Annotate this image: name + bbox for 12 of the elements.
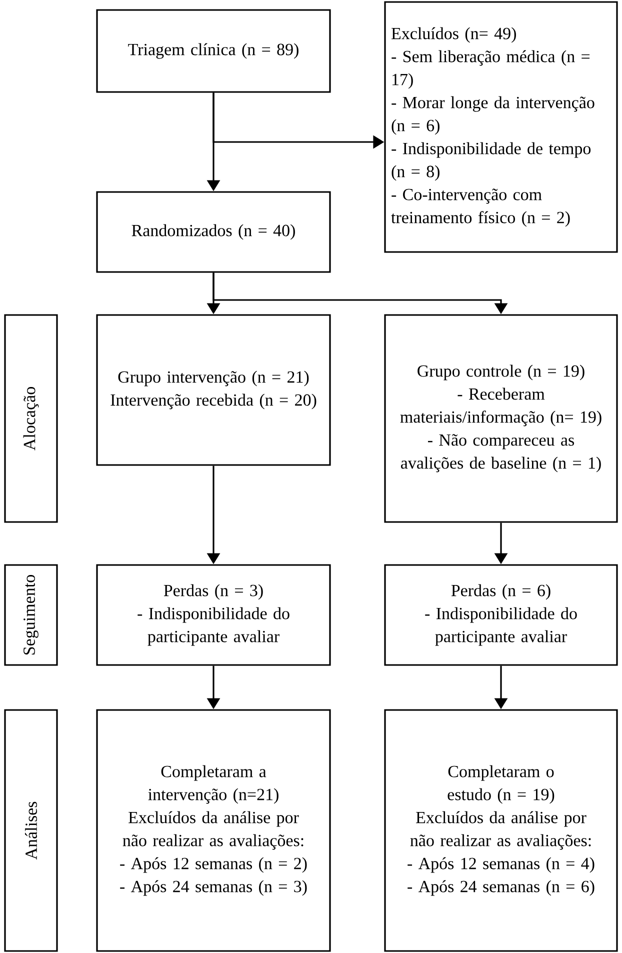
- process-box: Triagem clínica (n = 89): [96, 9, 331, 93]
- process-box: Completaram a intervenção (n=21) Excluídos da análise por não realizar as avaliações: - Após 12 semanas (n = 2) - Após 24 semanas (n = 3): [96, 709, 331, 952]
- stage-label-box: Alocação: [4, 314, 58, 523]
- exclusion-box: Excluídos (n= 49) - Sem liberação médica (n = 17) - Morar longe da intervenção (n = 6) - Indisponibilidade de tempo (n = 8) - Co-intervenção com treinamento físico (n = 2): [384, 1, 618, 253]
- process-box: Randomizados (n = 40): [96, 191, 331, 273]
- process-box: Grupo intervenção (n = 21) Intervenção recebida (n = 20): [96, 314, 331, 466]
- stage-label-box: Seguimento: [4, 564, 58, 666]
- process-box: Perdas (n = 6) - Indisponibilidade do participante avaliar: [384, 564, 618, 666]
- process-box: Grupo controle (n = 19) - Receberam materiais/informação (n= 19) - Não compareceu as avalições de baseline (n = 1): [384, 314, 618, 523]
- process-box: Completaram o estudo (n = 19) Excluídos da análise por não realizar as avaliações: - Após 12 semanas (n = 4) - Após 24 semanas (n = 6): [384, 709, 618, 952]
- process-box: Perdas (n = 3) - Indisponibilidade do participante avaliar: [96, 564, 331, 666]
- stage-label-box: Análises: [4, 709, 58, 952]
